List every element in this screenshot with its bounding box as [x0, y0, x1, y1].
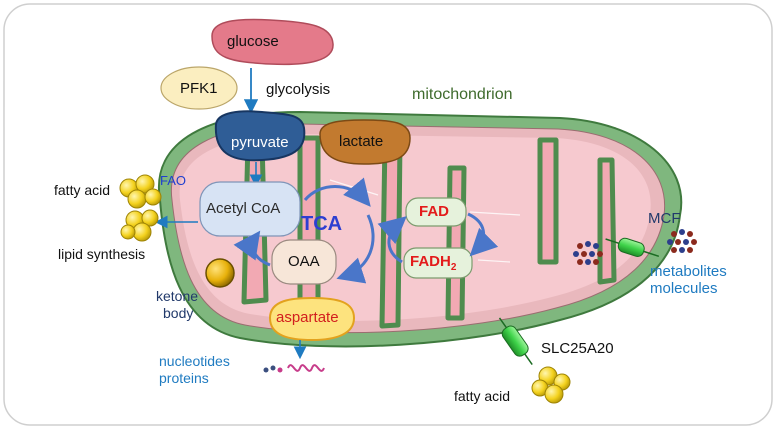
lipid-synthesis-label: lipid synthesis — [58, 246, 146, 262]
molecules-label: molecules — [650, 280, 718, 297]
pfk1-label: PFK1 — [180, 80, 218, 97]
pyruvate-label: pyruvate — [231, 134, 289, 151]
glycolysis-label: glycolysis — [266, 81, 331, 98]
lactate-blob — [319, 119, 411, 165]
tca-label: TCA — [301, 213, 343, 235]
fad-label: FAD — [419, 203, 449, 220]
fao-label: FAO — [160, 173, 187, 188]
lipid-cluster — [120, 209, 159, 242]
glucose-blob — [211, 18, 334, 66]
fatty-acid-bottom-label: fatty acid — [454, 388, 511, 404]
slc25a20-label: SLC25A20 — [541, 340, 614, 357]
nucleotides-label: nucleotides — [159, 353, 230, 369]
metabolites-label: metabolites — [650, 263, 727, 280]
body-label: body — [163, 305, 194, 321]
metabolite-dots-outside — [667, 229, 697, 253]
pyruvate-blob — [214, 110, 306, 162]
fadh2-label: FADH2 — [410, 253, 457, 273]
proteins-label: proteins — [159, 370, 209, 386]
lactate-label: lactate — [339, 133, 384, 150]
oaa-box — [271, 239, 337, 285]
mcf-label: MCF — [648, 210, 681, 227]
mcf-transporter — [605, 237, 660, 258]
aspartate-label: aspartate — [276, 309, 339, 326]
pfk1-ellipse — [160, 66, 238, 110]
fad-box — [405, 197, 467, 227]
metabolite-dots-inside — [573, 241, 603, 265]
aspartate-blob — [268, 296, 356, 342]
slc25a20-transporter — [498, 317, 533, 366]
oaa-label: OAA — [288, 253, 320, 270]
glucose-label: glucose — [227, 33, 279, 50]
ketone-ball — [205, 258, 235, 288]
mitochondrion-label: mitochondrion — [412, 86, 513, 103]
fadh2-box — [403, 247, 473, 279]
fatty-acid-cluster-left — [119, 174, 162, 209]
acetyl-coa-label: Acetyl CoA — [206, 200, 281, 217]
ketone-label: ketone — [156, 288, 199, 304]
fatty-acid-cluster-bottom — [531, 366, 571, 404]
protein-coil-icon — [263, 364, 325, 373]
fatty-acid-left-label: fatty acid — [54, 182, 111, 198]
